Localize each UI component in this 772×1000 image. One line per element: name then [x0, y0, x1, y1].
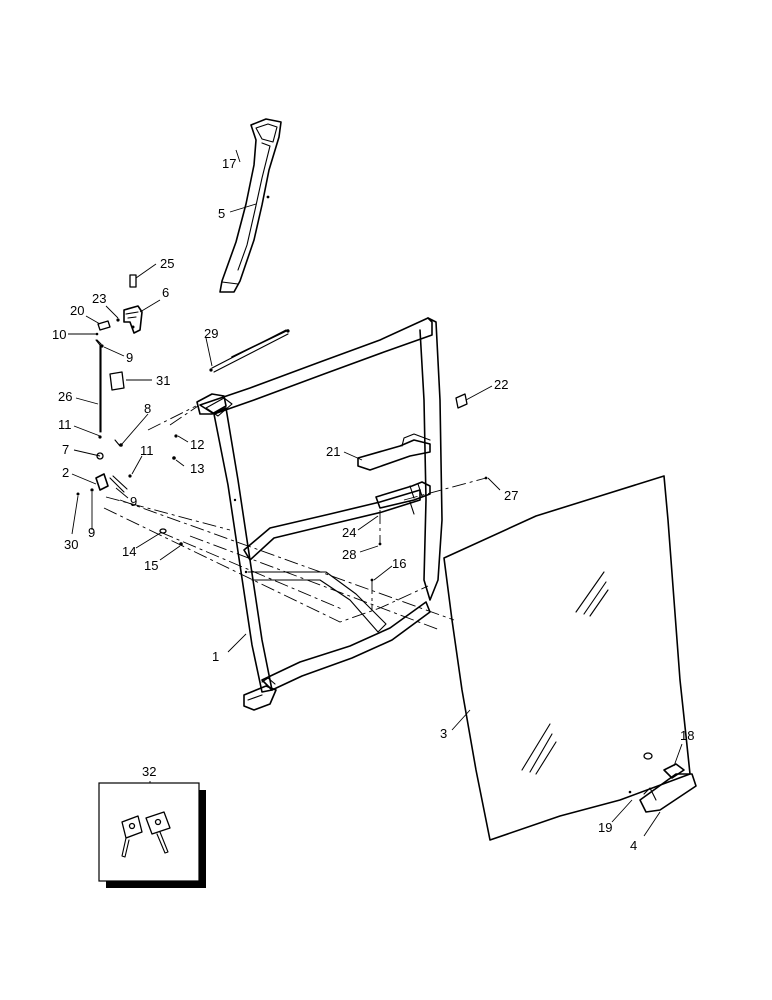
rod-hardware — [76, 435, 132, 496]
callout-9-low: 9 — [88, 525, 95, 540]
callout-16: 16 — [392, 556, 406, 571]
key-inset — [98, 781, 206, 888]
callout-27: 27 — [504, 488, 518, 503]
door-glass-part — [443, 475, 691, 841]
handle-bracket-part — [357, 433, 431, 471]
gas-strut-part — [209, 329, 290, 373]
callout-7: 7 — [62, 442, 69, 457]
callout-1: 1 — [212, 649, 219, 664]
callout-22: 22 — [494, 377, 508, 392]
callout-19: 19 — [598, 820, 612, 835]
callout-6: 6 — [162, 285, 169, 300]
clip-part — [129, 274, 137, 288]
callout-17: 17 — [222, 156, 236, 171]
callout-26: 26 — [58, 389, 72, 404]
callout-10: 10 — [52, 327, 66, 342]
callout-4: 4 — [630, 838, 637, 853]
callout-11-lower: 11 — [140, 443, 154, 458]
outside-handle-part — [628, 763, 697, 813]
key-inset-box — [98, 782, 200, 882]
callout-9-mid: 9 — [130, 494, 137, 509]
assembly-centerlines — [103, 405, 487, 631]
callout-14: 14 — [122, 544, 136, 559]
door-frame-part — [196, 317, 443, 711]
callout-15: 15 — [144, 558, 158, 573]
callout-3: 3 — [440, 726, 447, 741]
callout-29: 29 — [204, 326, 218, 341]
callout-8: 8 — [144, 401, 151, 416]
latch-bar-part — [375, 481, 431, 515]
pillar-handle-part — [219, 118, 282, 293]
callout-labels: 17 5 25 6 23 20 10 9 31 26 11 8 7 11 2 9… — [52, 156, 694, 853]
small-blocks-part — [97, 318, 120, 331]
callout-2: 2 — [62, 465, 69, 480]
leader-lines — [68, 149, 683, 837]
callout-12: 12 — [190, 437, 204, 452]
rod-part — [95, 339, 102, 433]
callout-30: 30 — [64, 537, 78, 552]
key-icon — [121, 811, 171, 858]
callout-5: 5 — [218, 206, 225, 221]
callout-11-upper: 11 — [58, 417, 72, 432]
callout-20: 20 — [70, 303, 84, 318]
small-pad-part — [455, 393, 468, 409]
callout-21: 21 — [326, 444, 340, 459]
latch-bracket-part — [123, 305, 143, 334]
callout-32: 32 — [142, 764, 156, 779]
pad-part — [109, 371, 125, 391]
callout-24: 24 — [342, 525, 356, 540]
callout-18: 18 — [680, 728, 694, 743]
callout-9-top: 9 — [126, 350, 133, 365]
callout-23: 23 — [92, 291, 106, 306]
callout-13: 13 — [190, 461, 204, 476]
callout-25: 25 — [160, 256, 174, 271]
callout-28: 28 — [342, 547, 356, 562]
callout-31: 31 — [156, 373, 170, 388]
